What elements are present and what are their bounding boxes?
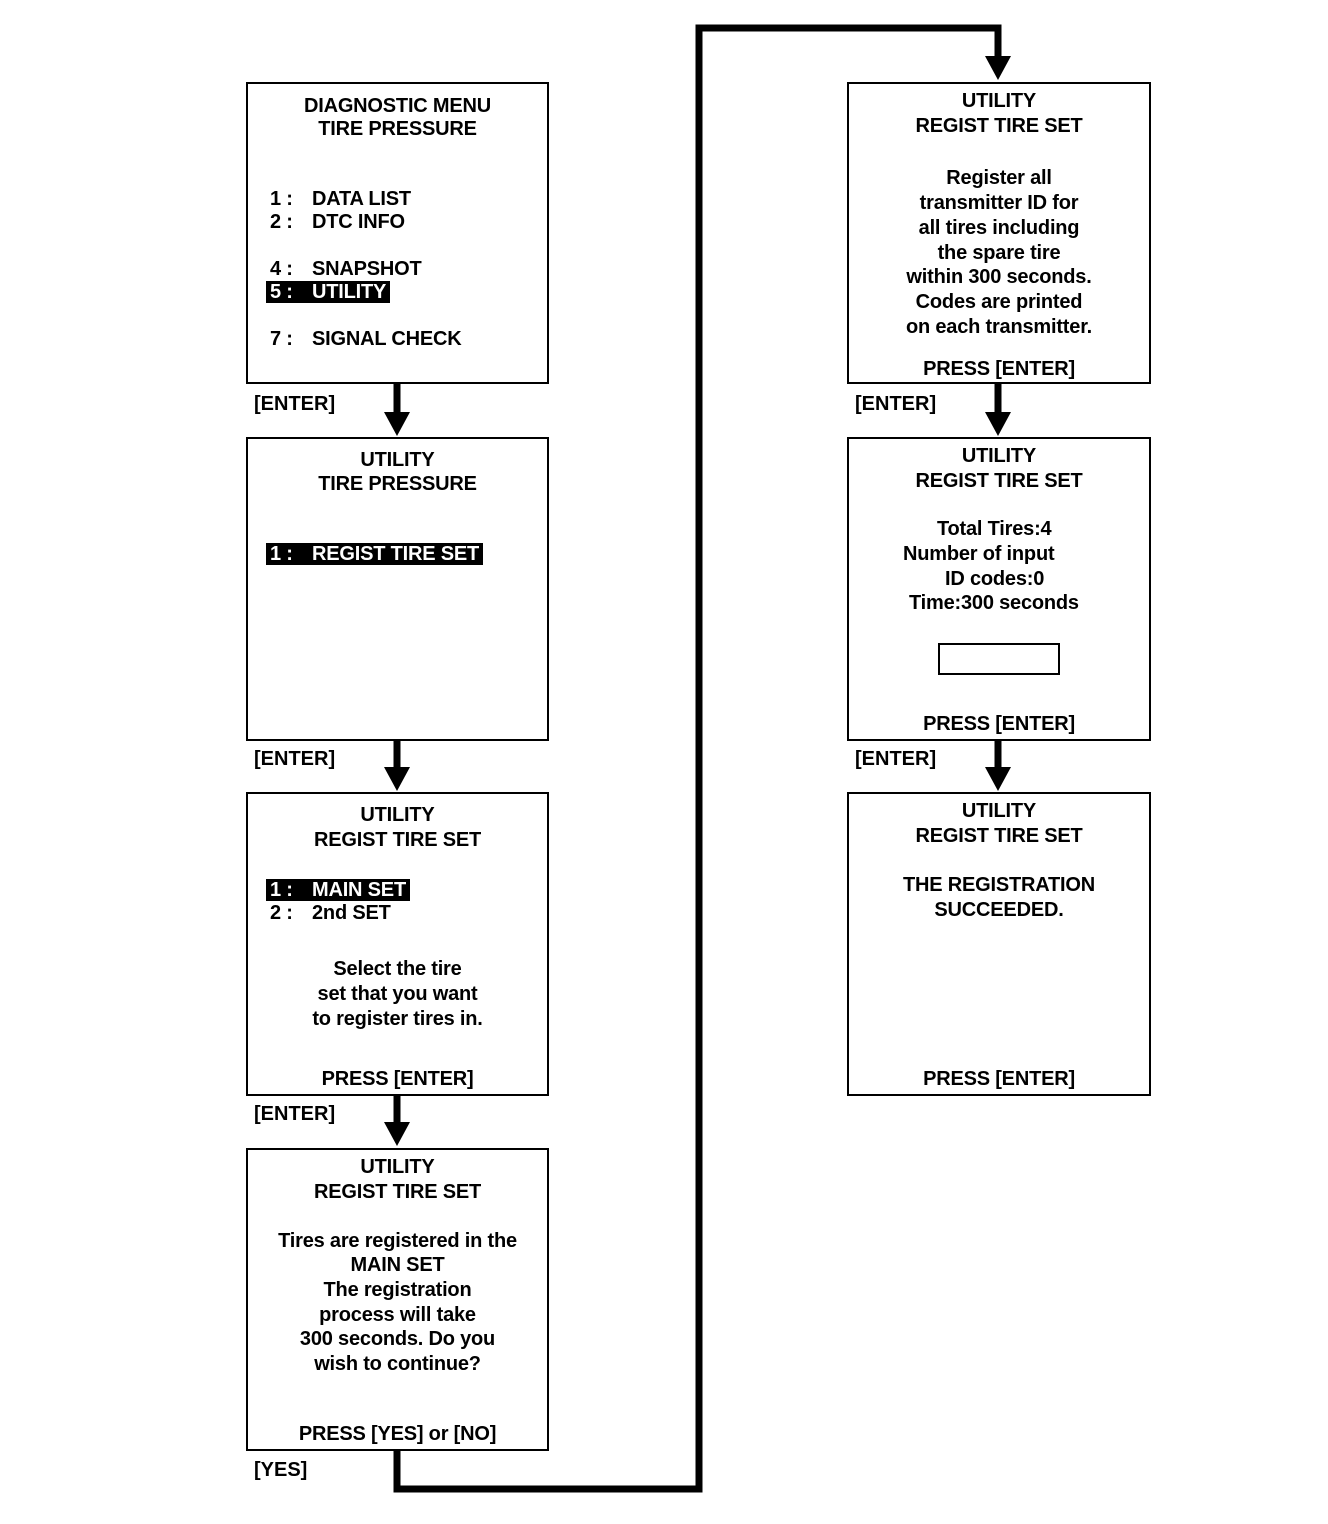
message-line: on each transmitter.	[905, 316, 1093, 338]
screen-title: UTILITY	[360, 804, 435, 826]
screen-title: UTILITY	[961, 800, 1037, 822]
menu-item-main-set[interactable]: 1 : MAIN SET	[266, 878, 410, 902]
message-line: Tires are registered in the	[278, 1230, 517, 1252]
screen-title: UTILITY	[961, 445, 1037, 467]
message-line: MAIN SET	[350, 1254, 445, 1276]
screen-diagnostic-menu: DIAGNOSTIC MENU TIRE PRESSURE 1 : DATA LI…	[246, 82, 549, 384]
arrow-head-5-6	[985, 412, 1011, 436]
arrow-head-6-7	[985, 767, 1011, 791]
menu-item-regist-tire-set[interactable]: 1 : REGIST TIRE SET	[266, 542, 484, 566]
selected-highlight: 5 : UTILITY	[266, 281, 391, 303]
menu-item-data-list[interactable]: 1 : DATA LIST	[270, 187, 411, 211]
id-codes-readout: ID codes:0	[945, 568, 1045, 590]
message-line: set that you want	[317, 983, 478, 1005]
menu-item-label: DATA LIST	[312, 188, 411, 210]
screen-subtitle: REGIST TIRE SET	[915, 470, 1083, 492]
screen-title: UTILITY	[961, 90, 1037, 112]
menu-item-number: 4 :	[270, 258, 293, 280]
menu-item-number: 2 :	[270, 211, 293, 233]
success-message-line: SUCCEEDED.	[934, 899, 1064, 921]
message-line: transmitter ID for	[919, 192, 1079, 214]
press-enter-prompt: PRESS [ENTER]	[321, 1068, 474, 1090]
enter-key-label: [ENTER]	[254, 393, 336, 415]
menu-item-label: SIGNAL CHECK	[312, 328, 462, 350]
time-readout: Time:300 seconds	[909, 592, 1079, 614]
screen-title: UTILITY	[360, 1156, 435, 1178]
connector-4-5	[393, 24, 1002, 1493]
arrow-head-3-4	[384, 1122, 410, 1146]
message-line: all tires including	[918, 217, 1080, 239]
message-line: Select the tire	[333, 958, 462, 980]
menu-item-number: 5 :	[270, 281, 293, 303]
screen-subtitle: REGIST TIRE SET	[313, 1181, 482, 1203]
total-tires-readout: Total Tires:4	[937, 518, 1052, 540]
menu-item-label: MAIN SET	[312, 879, 406, 901]
menu-item-number: 1 :	[270, 879, 293, 901]
screen-subtitle: TIRE PRESSURE	[318, 473, 477, 495]
screen-registration-succeeded: UTILITY REGIST TIRE SET THE REGISTRATION…	[847, 792, 1151, 1096]
screen-subtitle: REGIST TIRE SET	[313, 829, 482, 851]
menu-item-utility[interactable]: 5 : UTILITY	[266, 280, 391, 304]
menu-item-snapshot[interactable]: 4 : SNAPSHOT	[270, 257, 422, 281]
message-line: process will take	[319, 1304, 476, 1326]
menu-item-2nd-set[interactable]: 2 : 2nd SET	[270, 901, 391, 925]
screen-subtitle: TIRE PRESSURE	[318, 118, 477, 140]
press-enter-prompt: PRESS [ENTER]	[923, 713, 1075, 735]
screen-select-tire-set: UTILITY REGIST TIRE SET 1 :MAIN SET 2 :2…	[246, 792, 549, 1096]
screen-subtitle: REGIST TIRE SET	[915, 115, 1083, 137]
menu-item-label: 2nd SET	[312, 902, 391, 924]
arrow-head-4-5	[985, 56, 1011, 80]
menu-item-number: 1 :	[270, 543, 293, 565]
enter-key-label: [ENTER]	[855, 748, 937, 770]
menu-item-signal-check[interactable]: 7 : SIGNAL CHECK	[270, 327, 462, 351]
press-enter-prompt: PRESS [ENTER]	[923, 358, 1075, 380]
screen-utility-tire-pressure: UTILITY TIRE PRESSURE 1 : REGIST TIRE SET	[246, 437, 549, 741]
screen-subtitle: REGIST TIRE SET	[915, 825, 1083, 847]
yes-key-label: [YES]	[254, 1459, 308, 1481]
arrow-head-2-3	[384, 767, 410, 791]
selected-highlight: 1 : MAIN SET	[266, 879, 410, 901]
menu-item-dtc-info[interactable]: 2 : DTC INFO	[270, 210, 405, 234]
menu-item-label: DTC INFO	[312, 211, 405, 233]
menu-item-label: REGIST TIRE SET	[312, 543, 480, 565]
message-line: Number of input	[903, 543, 1055, 565]
screen-title: DIAGNOSTIC MENU	[303, 95, 491, 117]
menu-item-number: 2 :	[270, 902, 293, 924]
message-line: wish to continue?	[314, 1353, 481, 1375]
message-line: Codes are printed	[915, 291, 1083, 313]
enter-key-label: [ENTER]	[254, 748, 336, 770]
press-enter-prompt: PRESS [ENTER]	[923, 1068, 1075, 1090]
enter-key-label: [ENTER]	[254, 1103, 336, 1125]
press-yes-no-prompt: PRESS [YES] or [NO]	[298, 1423, 497, 1445]
menu-item-label: UTILITY	[312, 281, 387, 303]
screen-registration-status: UTILITY REGIST TIRE SET Total Tires:4 Nu…	[847, 437, 1151, 741]
menu-item-number: 1 :	[270, 188, 293, 210]
screen-register-instructions: UTILITY REGIST TIRE SET Register all tra…	[847, 82, 1151, 384]
message-line: The registration	[323, 1279, 472, 1301]
message-line: within 300 seconds.	[906, 266, 1092, 288]
selected-highlight: 1 : REGIST TIRE SET	[266, 543, 484, 565]
success-message-line: THE REGISTRATION	[903, 874, 1095, 896]
menu-item-number: 7 :	[270, 328, 293, 350]
screen-title: UTILITY	[360, 449, 435, 471]
menu-item-label: SNAPSHOT	[312, 258, 422, 280]
screen-confirm-registration: UTILITY REGIST TIRE SET Tires are regist…	[246, 1148, 549, 1451]
arrow-head-1-2	[384, 412, 410, 436]
message-line: 300 seconds. Do you	[299, 1328, 496, 1350]
enter-key-label: [ENTER]	[855, 393, 937, 415]
progress-bar	[938, 643, 1060, 675]
message-line: the spare tire	[937, 242, 1061, 264]
message-line: to register tires in.	[312, 1008, 483, 1030]
message-line: Register all	[946, 167, 1052, 189]
